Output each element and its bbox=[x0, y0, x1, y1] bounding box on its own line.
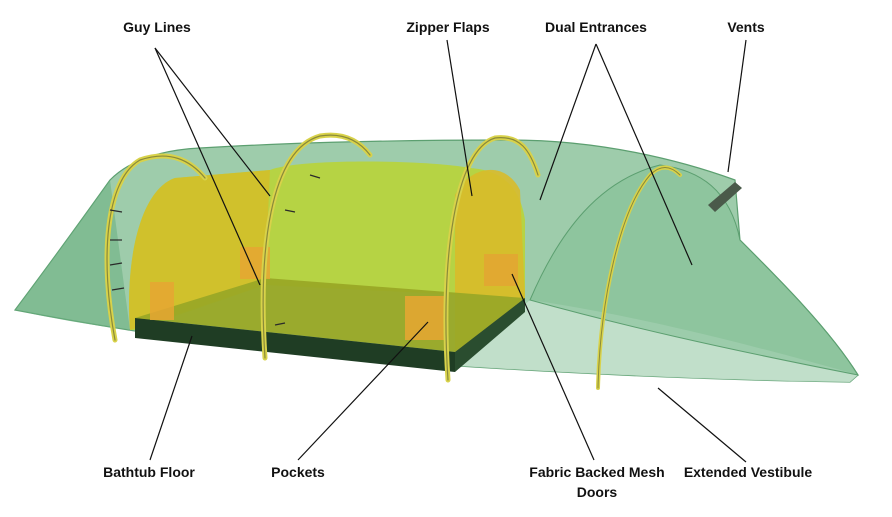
pole bbox=[106, 155, 206, 341]
label-mesh-doors-line1: Fabric Backed Mesh bbox=[529, 464, 665, 480]
label-pockets: Pockets bbox=[271, 464, 325, 480]
pole bbox=[445, 137, 539, 381]
leader-pockets bbox=[297, 321, 429, 461]
leader-dual-entrances-a bbox=[539, 43, 597, 201]
leader-vents bbox=[727, 39, 747, 173]
leader-extended-vestibule bbox=[657, 387, 747, 463]
label-extended-vestibule: Extended Vestibule bbox=[683, 464, 813, 480]
label-guy-lines: Guy Lines bbox=[123, 19, 191, 35]
tent-skirt bbox=[15, 300, 858, 382]
label-dual-entrances: Dual Entrances bbox=[545, 19, 647, 35]
label-bathtub-floor: Bathtub Floor bbox=[103, 464, 195, 480]
label-vents: Vents bbox=[727, 19, 765, 35]
pole bbox=[597, 167, 681, 389]
leader-guy-lines-a bbox=[154, 47, 271, 197]
leader-mesh-doors bbox=[511, 273, 595, 461]
leader-guy-lines-b bbox=[154, 47, 261, 286]
leader-dual-entrances-b bbox=[595, 43, 693, 266]
pocket bbox=[405, 296, 445, 340]
vestibule-panel bbox=[529, 164, 860, 376]
bathtub-floor-side bbox=[455, 298, 525, 372]
label-mesh-doors-line2: Doors bbox=[576, 484, 618, 500]
leader-zipper-flaps bbox=[446, 39, 473, 197]
leader-bathtub-floor bbox=[149, 335, 193, 461]
label-mesh-doors: Fabric Backed Mesh Doors bbox=[522, 462, 672, 502]
guy-line-ties bbox=[109, 174, 321, 326]
left-end-panel bbox=[15, 180, 130, 330]
bathtub-floor-band bbox=[135, 318, 455, 372]
pocket bbox=[150, 282, 174, 320]
label-zipper-flaps: Zipper Flaps bbox=[406, 19, 490, 35]
pocket bbox=[484, 254, 518, 286]
tent-poles bbox=[104, 132, 682, 390]
pole bbox=[262, 134, 371, 359]
leader-lines bbox=[149, 39, 747, 463]
vent bbox=[708, 182, 742, 212]
